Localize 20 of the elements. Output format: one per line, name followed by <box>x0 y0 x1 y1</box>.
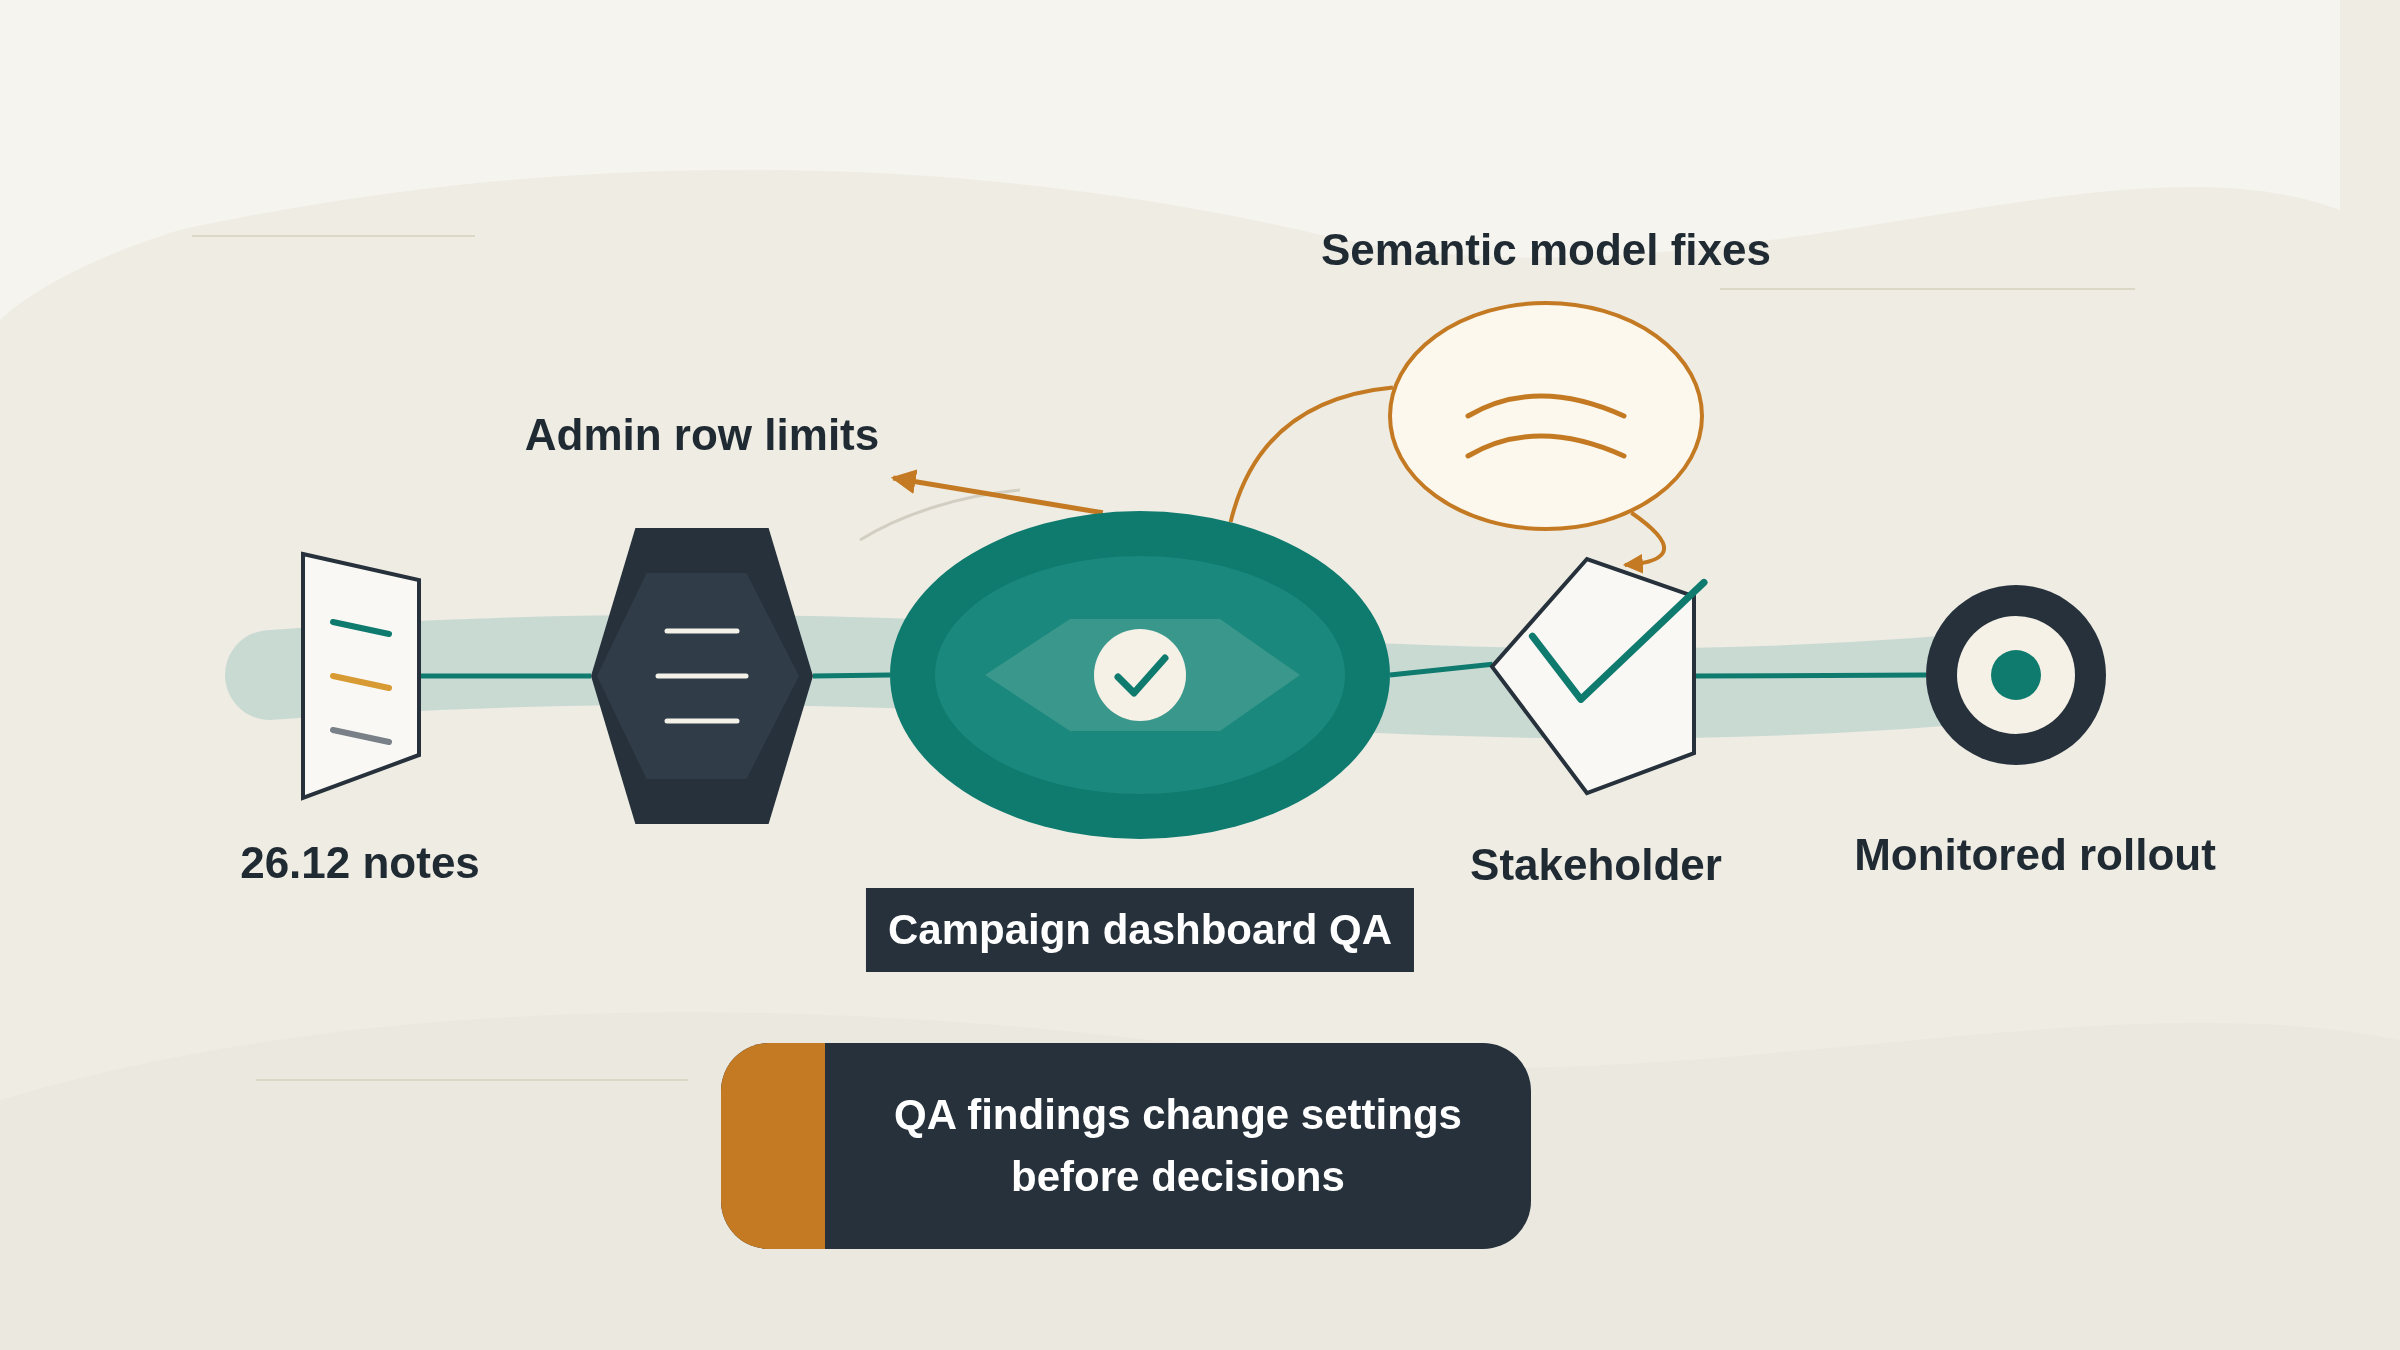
connector <box>812 672 891 679</box>
connector <box>890 469 1104 516</box>
node-label: Admin row limits <box>524 410 880 460</box>
connector <box>1389 661 1493 678</box>
node-label: Stakeholder <box>1470 840 1722 890</box>
node-label: QA findings change settings before decisions <box>893 1090 1463 1202</box>
oval-node <box>1388 301 1704 531</box>
connector <box>1228 385 1394 523</box>
node-label: Monitored rollout <box>1854 830 2216 880</box>
target-node <box>1926 585 2106 765</box>
title-label: Campaign dashboard QA <box>865 888 1415 972</box>
connector <box>1622 511 1667 574</box>
ellipse-node <box>890 511 1390 839</box>
node-label: Semantic model fixes <box>1321 225 1771 275</box>
node-label: 26.12 notes <box>240 838 480 888</box>
banner <box>721 1043 1531 1249</box>
document-shape <box>301 552 421 800</box>
connector <box>421 673 591 679</box>
hexagon-node <box>591 528 813 824</box>
connector <box>1694 672 1926 679</box>
